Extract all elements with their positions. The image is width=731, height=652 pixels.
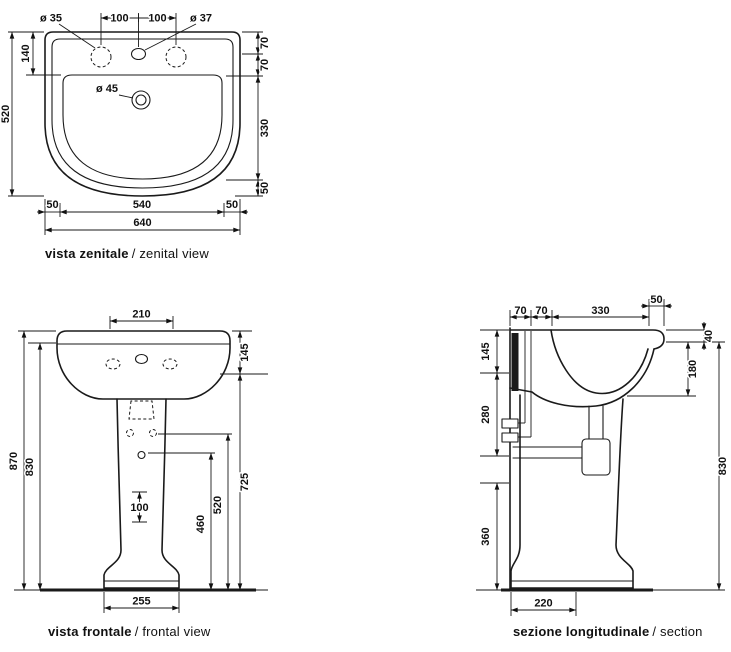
- leader-center-hole: [144, 23, 197, 51]
- basin-top-and-nose: [509, 329, 665, 350]
- dim-right-70b: 70: [259, 59, 271, 71]
- dim-right-70a: 70: [259, 37, 271, 49]
- dim-overall-height: 870: [8, 452, 20, 470]
- tap-hole-left-hidden-icon: [105, 358, 121, 370]
- dim-tap-spacing-right: 100: [148, 13, 166, 25]
- dim-drain-diameter: ø 45: [96, 83, 118, 95]
- dim-base-depth: 220: [534, 598, 552, 610]
- extension-lines-right-frontal: [148, 330, 268, 591]
- dim-under-basin-height: 725: [239, 473, 251, 491]
- dim-rim-drop: 145: [480, 342, 492, 360]
- basin-inner-edge: [51, 38, 234, 189]
- dim-edge-to-holes: 140: [20, 44, 32, 62]
- dim-bottom-50l: 50: [46, 199, 58, 211]
- pedestal-joint-hidden: [128, 400, 155, 420]
- frontal-caption: vista frontale/ frontal view: [48, 624, 211, 639]
- frontal-outline: [40, 330, 256, 592]
- zenital-caption-subtitle: / zenital view: [131, 246, 209, 261]
- leader-tap-hole: [58, 23, 96, 49]
- tap-hole-right-icon: [165, 46, 187, 68]
- extension-lines-right-section: [627, 329, 725, 591]
- dim-bottom-540: 540: [133, 199, 151, 211]
- tap-hole-left-icon: [90, 46, 112, 68]
- center-hole-icon: [130, 47, 147, 61]
- zenital-basin-outline: [44, 31, 241, 197]
- basin-front-outline: [56, 330, 231, 400]
- drain-hole-outer-icon: [131, 90, 151, 110]
- frontal-dimensions: 210 870 830 145 725 520 460 100 255: [7, 307, 268, 613]
- zenital-caption: vista zenitale/ zenital view: [45, 246, 209, 261]
- dim-wall-70a: 70: [514, 305, 526, 317]
- basin-bowl-edge: [62, 74, 223, 180]
- dim-lower-clearance: 360: [480, 527, 492, 545]
- dim-fixing-holes-spacing: 100: [130, 502, 148, 514]
- dim-height-520: 520: [212, 496, 224, 514]
- dim-right-50: 50: [259, 182, 271, 194]
- fixing-hole-right-icon: [149, 429, 157, 437]
- dim-front-apron: 180: [687, 360, 699, 378]
- dim-tap-spacing-left: 100: [110, 13, 128, 25]
- dim-height-to-rim: 830: [717, 457, 729, 475]
- bottle-trap: [581, 438, 611, 476]
- dim-bottom-50r: 50: [226, 199, 238, 211]
- zenital-caption-title: vista zenitale: [45, 246, 129, 261]
- center-hole-front-icon: [134, 353, 149, 365]
- zenital-dimensions: 100 100 ø 35 ø 37 ø 45 140 520 70 70 330…: [0, 11, 273, 235]
- frontal-caption-title: vista frontale: [48, 624, 132, 639]
- dim-front-overhang: 50: [650, 295, 662, 306]
- pedestal-outline: [103, 398, 180, 589]
- section-view: 70 70 330 50 145 280 360 40 180 830: [476, 295, 731, 616]
- dim-rim-thickness: 40: [703, 330, 715, 342]
- section-caption-subtitle: / section: [652, 624, 703, 639]
- section-outline: [501, 327, 665, 592]
- dim-height-460: 460: [195, 515, 207, 533]
- section-caption-title: sezione longitudinale: [513, 624, 650, 639]
- frontal-caption-subtitle: / frontal view: [134, 624, 211, 639]
- section-dimensions: 70 70 330 50 145 280 360 40 180 830: [476, 295, 731, 616]
- fixing-hole-left-icon: [126, 429, 134, 437]
- section-caption: sezione longitudinale/ section: [513, 624, 703, 639]
- dim-center-hole-diameter: ø 37: [190, 13, 212, 25]
- tap-hole-right-hidden-icon: [162, 358, 178, 370]
- extension-lines-top-section: [509, 299, 665, 326]
- dim-right-330: 330: [259, 119, 271, 137]
- pedestal-back-section: [510, 394, 521, 589]
- frontal-view: 210 870 830 145 725 520 460 100 255: [7, 307, 268, 613]
- dim-overall-depth: 520: [0, 105, 12, 123]
- dim-basin-depth: 145: [239, 343, 251, 361]
- extension-lines-left-section: [476, 329, 509, 591]
- shutoff-valve-1: [501, 418, 519, 429]
- bowl-interior-cut: [550, 329, 649, 395]
- shutoff-valve-2: [501, 432, 519, 443]
- leader-drain: [118, 94, 134, 99]
- dim-upper-clearance: 280: [480, 405, 492, 423]
- dim-tap-hole-diameter: ø 35: [40, 13, 62, 25]
- dim-pedestal-base-width: 255: [132, 596, 150, 608]
- pedestal-front-section: [615, 398, 634, 589]
- extension-lines-left: [8, 31, 61, 197]
- zenital-view: 100 100 ø 35 ø 37 ø 45 140 520 70 70 330…: [0, 11, 273, 235]
- extension-lines-right: [226, 31, 263, 197]
- basin-underside: [509, 348, 655, 408]
- pedestal-hole-icon: [137, 450, 146, 460]
- dim-rim-underside-height: 830: [24, 458, 36, 476]
- dim-tap-deck-width: 210: [132, 309, 150, 321]
- drain-hole-inner-icon: [135, 94, 147, 106]
- dim-wall-70b: 70: [535, 305, 547, 317]
- dim-top-depth: 330: [591, 305, 609, 317]
- basin-outer-edge: [44, 31, 241, 197]
- dim-overall-width: 640: [133, 217, 151, 229]
- wall-bracket: [511, 333, 519, 391]
